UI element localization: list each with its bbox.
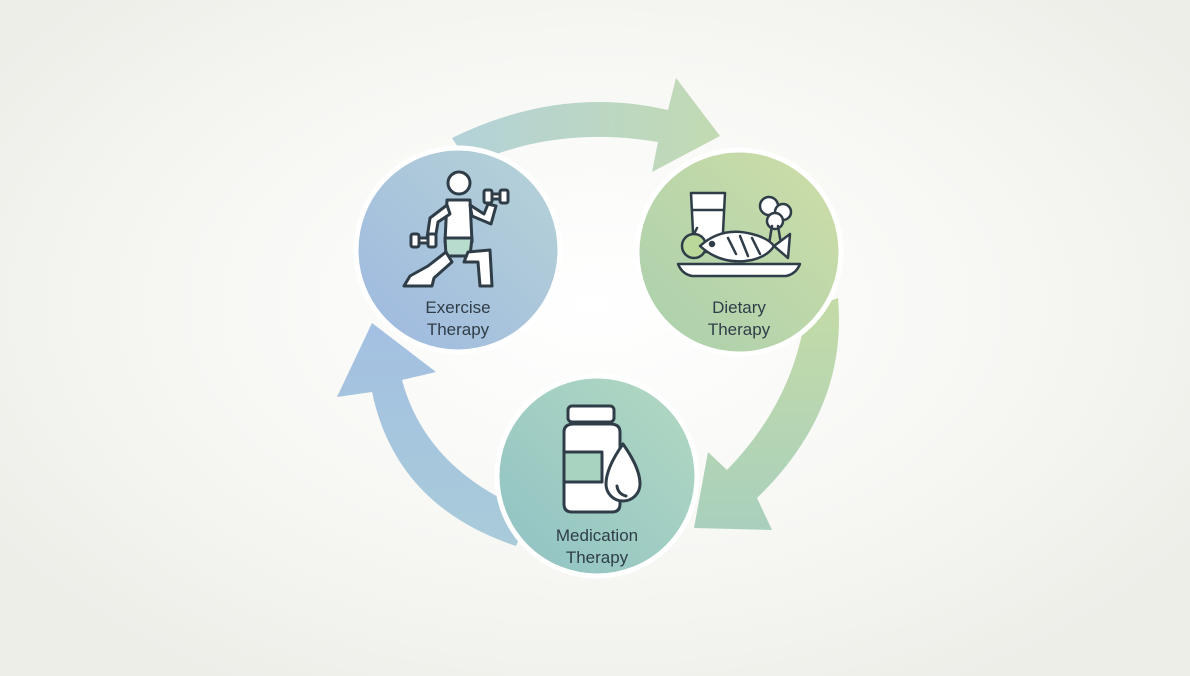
medicine-bottle-drop-icon	[562, 404, 642, 514]
arrow-dietary-to-medication	[694, 298, 839, 530]
arrow-medication-to-exercise	[337, 323, 530, 546]
cycle-arrows	[337, 78, 839, 546]
node-medication-therapy: Medication Therapy	[494, 373, 700, 579]
medication-label-line2: Therapy	[566, 548, 629, 567]
dietary-label-line1: Dietary	[712, 298, 766, 317]
exercise-label-line1: Exercise	[425, 298, 490, 317]
exercise-person-dumbbell-icon	[402, 170, 510, 288]
exercise-label-line2: Therapy	[427, 320, 490, 339]
node-dietary-therapy: Dietary Therapy	[634, 147, 844, 357]
plate-fish-vegetables-icon	[676, 191, 802, 278]
medication-label-line1: Medication	[556, 526, 638, 545]
dietary-label-line2: Therapy	[708, 320, 771, 339]
arrow-exercise-to-dietary	[452, 78, 720, 172]
node-exercise-therapy: Exercise Therapy	[353, 145, 563, 355]
